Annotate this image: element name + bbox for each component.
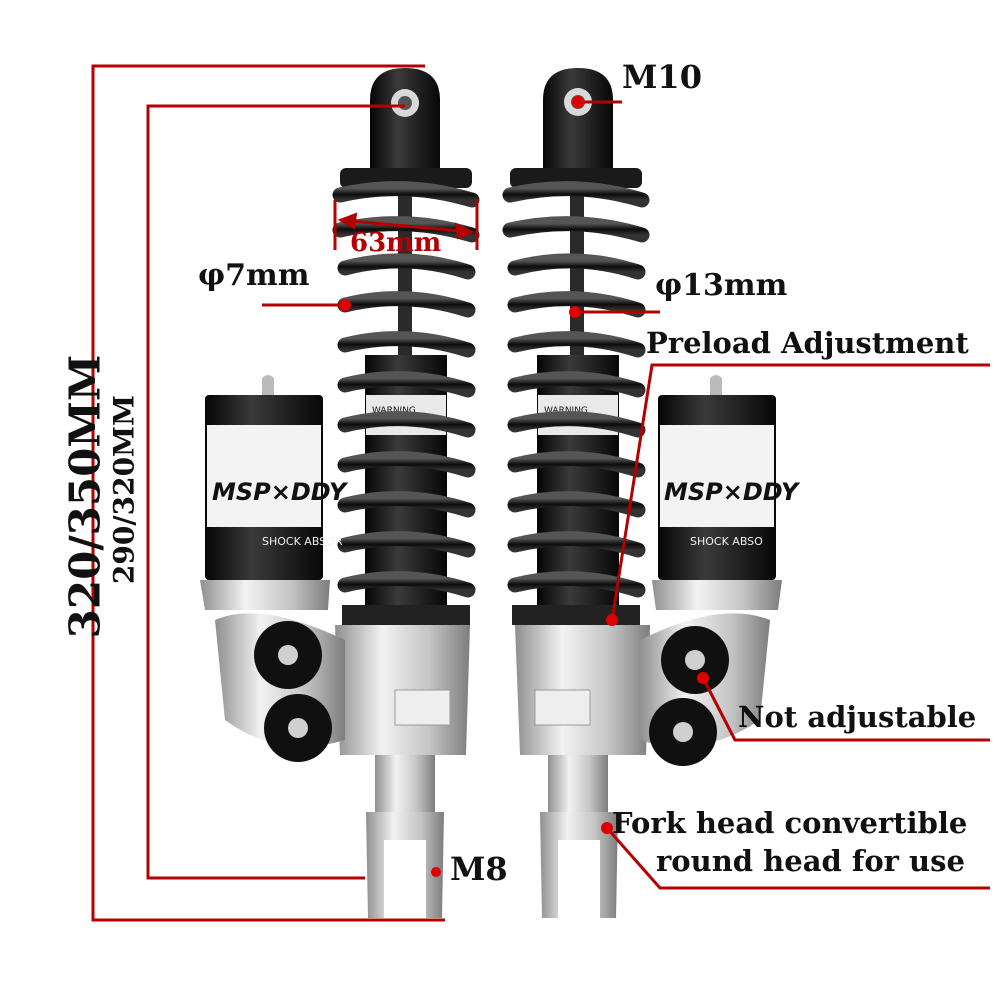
fork-head-marker-dot [601,822,613,834]
left-fork-head [366,812,444,918]
left-warning-sticker: WARNING [372,406,416,416]
left-shock: WARNING MSP×DDY SHOCK ABSOR [200,68,480,918]
preload-label: Preload Adjustment [646,326,969,360]
right-shock-text: SHOCK ABSO [690,535,763,548]
inner-length-bracket [146,104,405,880]
inner-length-label: 290/320MM [107,394,141,585]
wire-right-label: φ13mm [655,268,788,303]
top-mount-label: M10 [622,58,702,96]
bottom-mount-label: M8 [450,850,508,888]
outer-length-bracket [91,64,445,922]
marker-dots [339,96,709,877]
m8-marker-dot [431,867,441,877]
wire-left-label: φ7mm [198,258,310,293]
right-reservoir-valve [710,375,722,395]
spring-width-arrow [339,218,473,234]
wire-left-marker-dot [339,299,351,311]
left-reservoir-valve [262,375,274,395]
fork-head-label-line1: Fork head convertible [612,806,968,840]
spring-width-label: 63mm [350,228,442,258]
right-top-eye-mount [543,68,613,170]
not-adjustable-marker-dot [697,672,709,684]
left-shock-text: SHOCK ABSOR [262,535,343,548]
right-fork-head [540,812,618,918]
right-coil-spring [502,181,650,598]
outer-length-label: 320/350MM [60,354,110,639]
right-warning-sticker: WARNING [544,406,588,416]
left-brand-text: MSP×DDY [212,478,349,506]
annotation-lines [91,64,990,922]
fork-head-label-line2: round head for use [656,844,965,878]
preload-marker-dot [606,614,618,626]
m10-marker-dot [572,96,584,108]
not-adjustable-label: Not adjustable [738,700,977,734]
left-top-eye-mount [370,68,440,170]
wire-right-marker-dot [569,306,581,318]
right-brand-text: MSP×DDY [664,478,801,506]
right-shock: WARNING MSP×DDY SHOCK ABSO [502,68,801,918]
